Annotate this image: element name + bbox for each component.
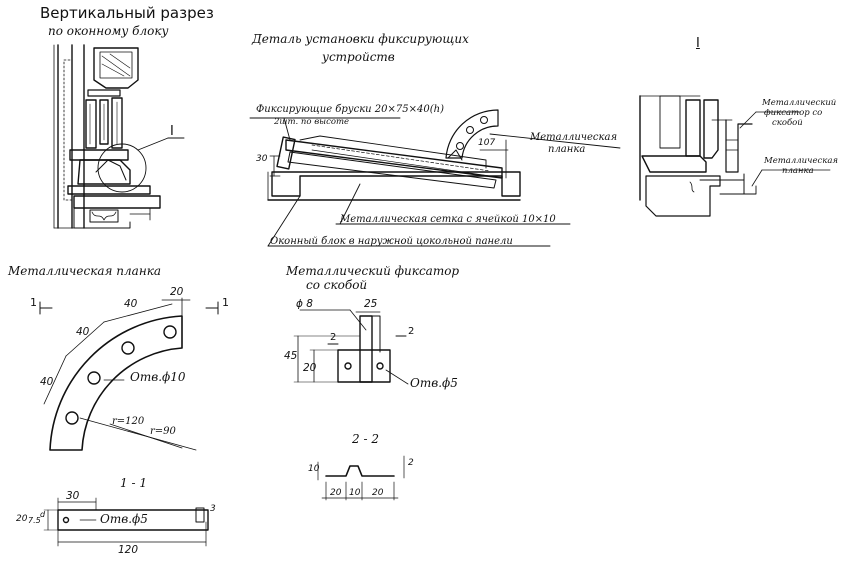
plate-label-I-1: Металлическая [764,156,839,166]
detail-I-title: I [696,36,700,51]
section22-dim-20a: 20 [330,488,342,498]
plate-view-drawing [40,298,218,450]
section11-hole-label: Отв.ϕ5 [100,512,148,526]
section-mark-1-left: 1 [30,296,37,309]
section22-dim-10v: 10 [308,464,320,474]
fixator-view-title-1: Металлический фиксатор [286,264,460,278]
bars-label: Фиксирующие бруски 20×75×40(h) [256,104,444,115]
plate-view-title: Металлическая планка [8,264,162,278]
section-22-title: 2 - 2 [352,432,379,446]
section-mark-1-right: 1 [222,296,229,309]
window-block-label: Оконный блок в наружной цокольной панели [270,236,513,247]
vertical-section-title: Вертикальный разрез [40,4,214,22]
vertical-section-drawing [54,45,184,228]
fixator-view-title-2: со скобой [306,278,368,292]
section11-dim-120: 120 [118,544,139,556]
plate-hole-label: Отв.ϕ10 [130,370,186,384]
section-11-title: 1 - 1 [120,476,147,490]
plate-dim-40c: 40 [40,376,54,388]
detail-I-drawing [640,96,830,216]
section22-dim-20b: 20 [372,488,384,498]
installation-detail-title-1: Деталь установки фиксирующих [252,32,469,46]
dim-107: 107 [478,138,496,148]
section11-dim-3: 3 [210,504,216,514]
plate-radius-outer: r=120 [112,416,145,427]
section11-dim-20: 20 [16,514,28,524]
fixator-dim-20: 20 [303,362,317,374]
section22-dim-2: 2 [408,458,414,468]
fixator-label-1: Металлический [762,98,837,108]
fixator-hole-label: Отв.ϕ5 [410,376,458,390]
fixator-view-drawing [294,310,408,384]
fixator-dim-diameter: ϕ 8 [296,298,313,310]
section11-dim-75: 7.5 [28,516,41,525]
bars-quantity: 2шт. по высоте [274,117,350,127]
plate-label-2: планка [548,144,586,155]
fixator-label-3: скобой [772,118,803,128]
fixator-dim-45: 45 [284,350,298,362]
section-11-drawing [44,498,208,546]
plate-dim-20: 20 [170,286,184,298]
dim-30: 30 [256,154,268,164]
section22-dim-10: 10 [349,488,361,498]
plate-dim-40a: 40 [124,298,138,310]
installation-detail-title-2: устройств [322,50,395,64]
plate-dim-40b: 40 [76,326,90,338]
plate-label-1: Металлическая [530,132,618,143]
section11-dim-d: d [40,510,46,519]
fixator-label-2: фиксатор со [764,108,823,118]
section-mark-2-right: 2 [408,326,415,337]
vertical-section-subtitle: по оконному блоку [48,24,169,38]
section-mark-2-left: 2 [330,332,337,343]
section11-dim-30: 30 [66,490,80,502]
plate-radius-inner: r=90 [150,426,176,437]
mesh-label: Металлическая сетка с ячейкой 10×10 [340,214,556,225]
fixator-dim-25: 25 [364,298,378,310]
detail-callout-mark: I [170,124,174,139]
installation-detail-drawing [250,110,620,246]
section-22-drawing [318,456,404,500]
plate-label-I-2: планка [782,166,814,176]
